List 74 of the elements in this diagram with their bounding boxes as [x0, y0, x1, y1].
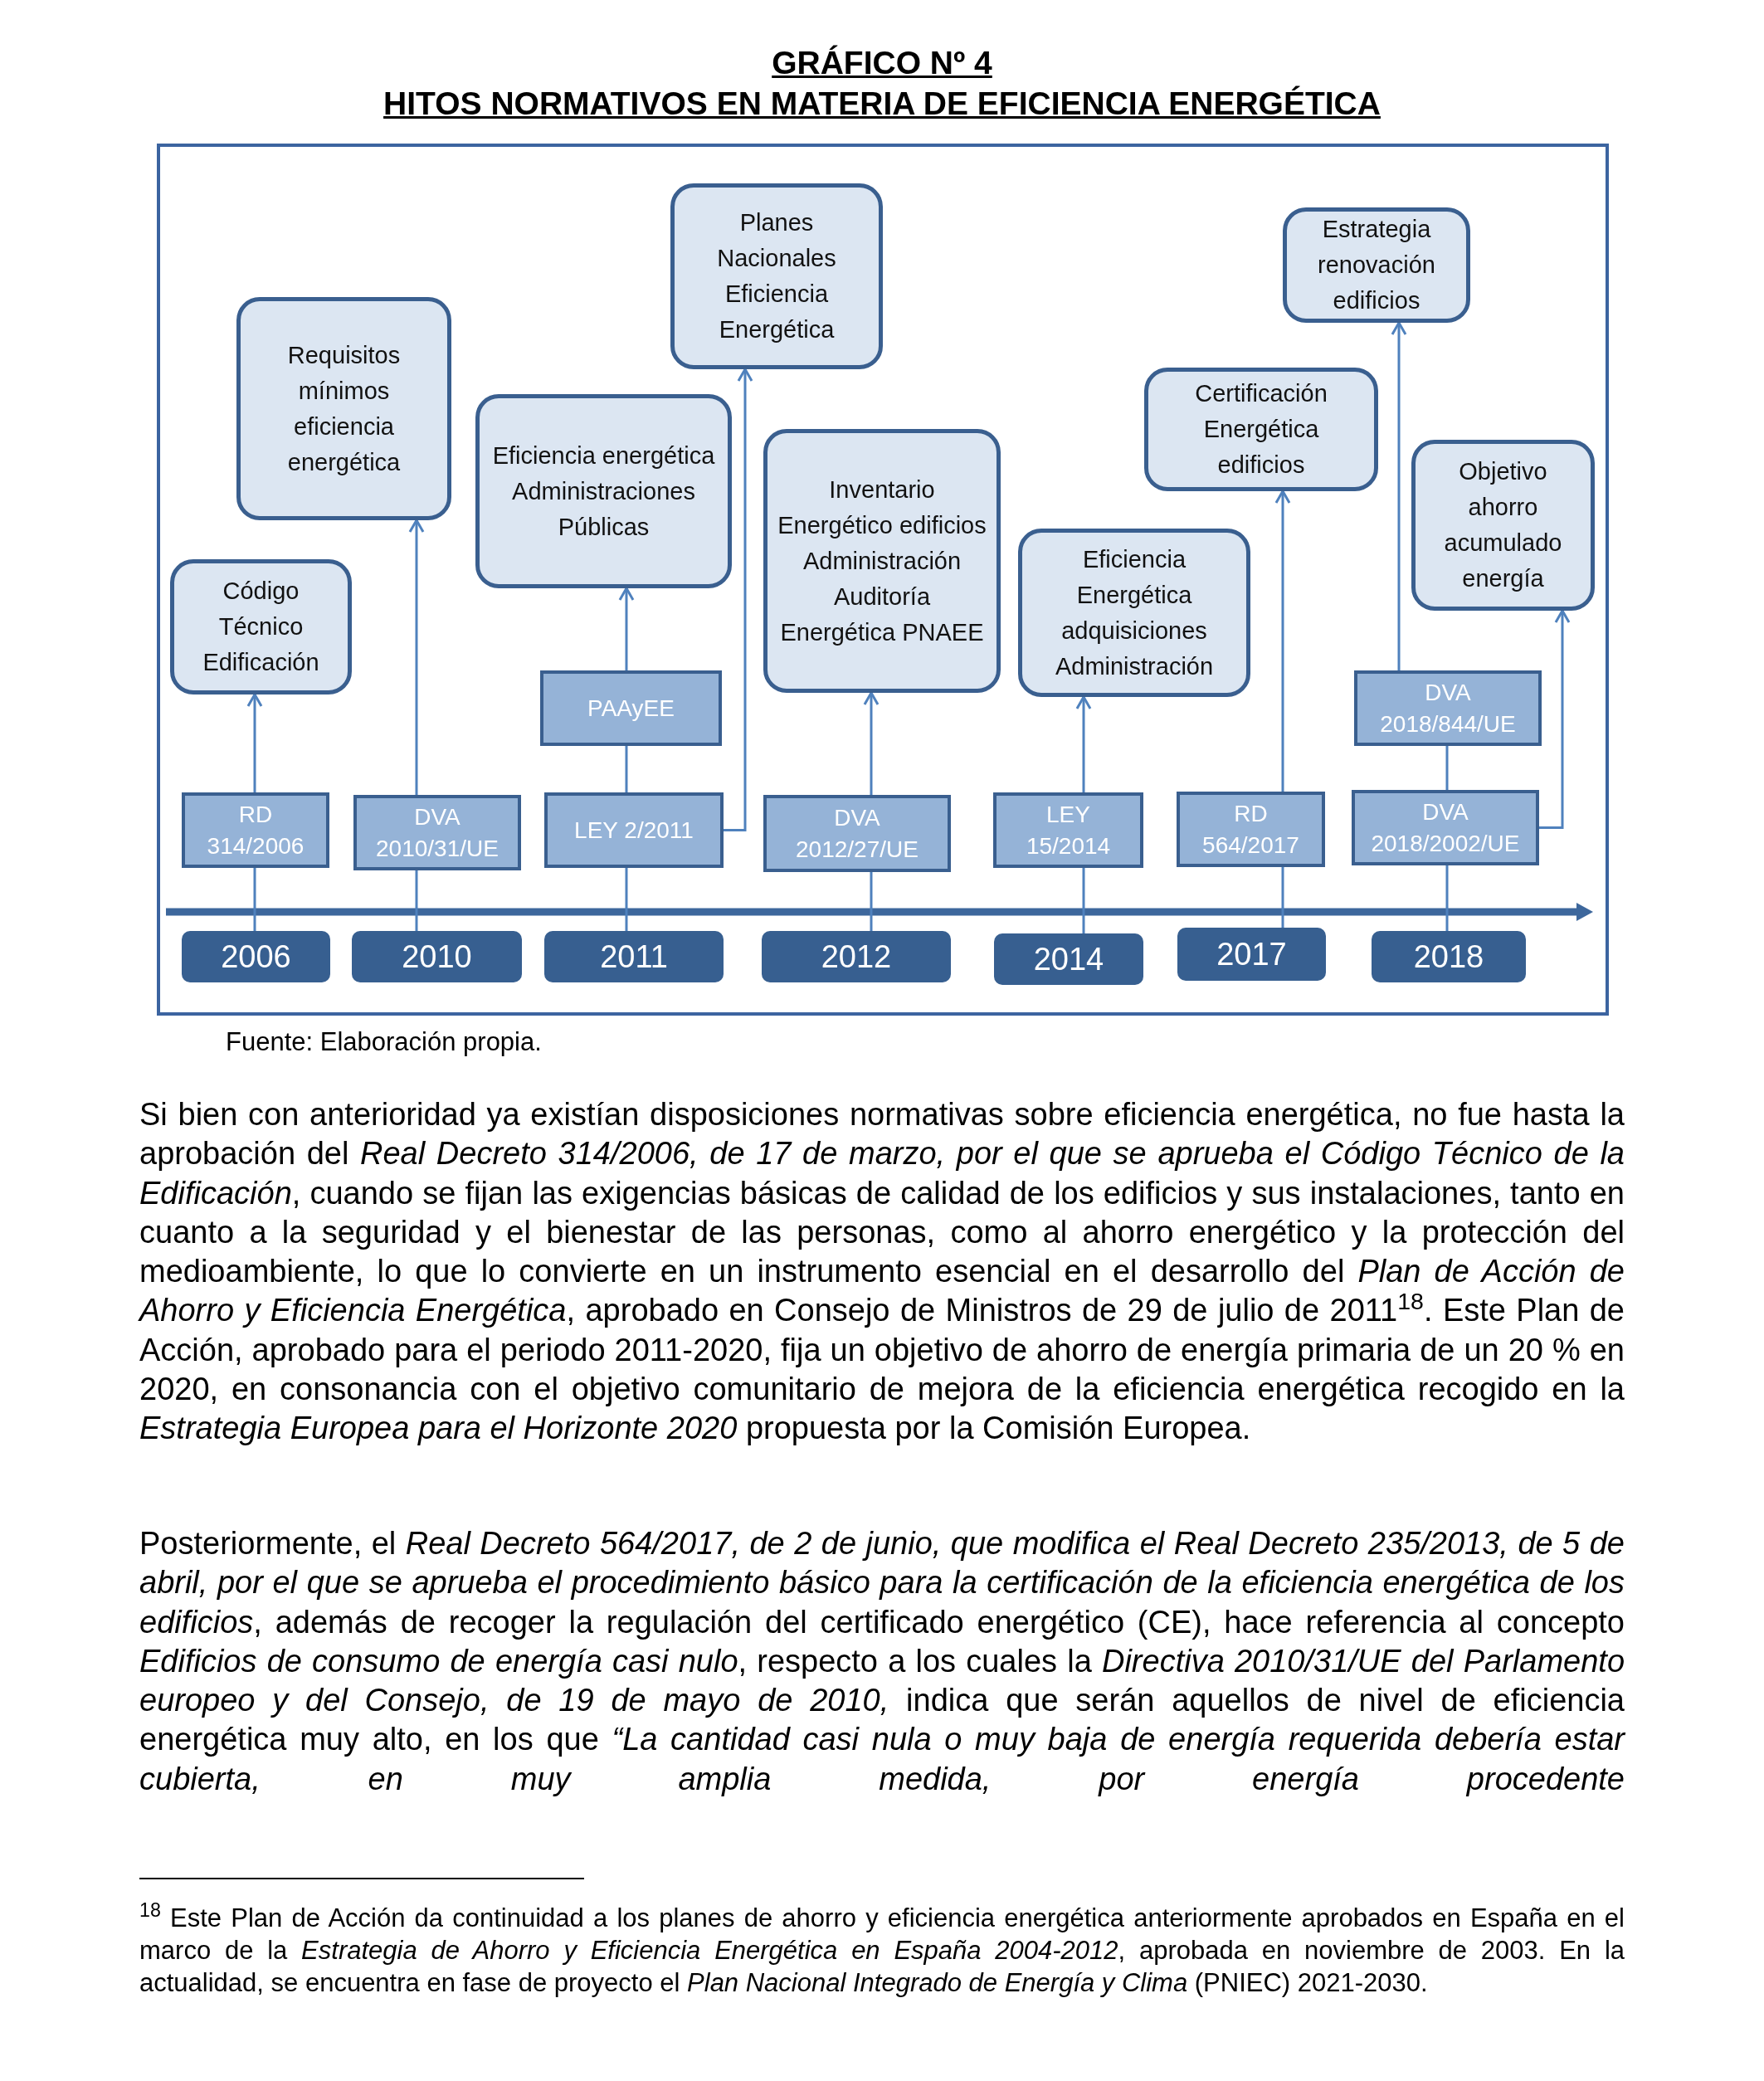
year-label: 2006 [221, 938, 291, 976]
arrow [1274, 490, 1291, 792]
year-label: 2017 [1216, 936, 1287, 973]
year-box [1372, 931, 1526, 982]
arrow [1075, 695, 1092, 792]
regulation-label: LEY 15/2014 [1025, 800, 1112, 860]
regulation-label: PAAyEE [587, 694, 675, 723]
milestone-label: Requisitos mínimos eficiencia energética [286, 340, 402, 477]
milestone-box [236, 297, 451, 520]
milestone-label: Eficiencia Energética adquisiciones Administración [1054, 544, 1215, 681]
connector-line [253, 868, 256, 931]
regulation-label: RD 564/2017 [1201, 799, 1300, 860]
regulation-box [1354, 670, 1542, 746]
regulation-label: DVA 2012/27/UE [795, 803, 919, 864]
year-box [762, 931, 951, 982]
connector-line [415, 870, 418, 931]
milestone-label: Certificación Energética edificios [1194, 379, 1328, 480]
regulation-box [993, 792, 1143, 868]
milestone-label: Código Técnico Edificación [202, 577, 320, 677]
regulation-label: DVA 2010/31/UE [375, 802, 499, 863]
year-label: 2011 [600, 938, 668, 976]
milestone-label: Estrategia renovación edificios [1317, 215, 1436, 315]
regulation-label: LEY 2/2011 [574, 816, 694, 845]
milestone-box [1283, 207, 1470, 323]
regulation-box [544, 792, 724, 868]
regulation-box [763, 795, 951, 872]
connector-line [1082, 868, 1085, 933]
arrow [246, 693, 263, 792]
year-box [352, 931, 522, 982]
year-box [1177, 928, 1326, 981]
milestone-box [1018, 529, 1250, 697]
connector-line [1281, 867, 1284, 928]
connector-line [1445, 865, 1449, 931]
regulation-box [540, 670, 722, 746]
regulation-label: DVA 2018/844/UE [1379, 678, 1517, 738]
year-label: 2018 [1413, 938, 1484, 976]
connector-line [1445, 746, 1449, 790]
arrow [1391, 321, 1407, 670]
body-paragraph: Si bien con anterioridad ya existían disposiciones normativas sobre eficiencia energética, no fue hasta la aprobación del Real Decreto 314/2006, de 17 de marzo, por el que se aprueba el Código Técnico de la Edificación, cuando se fijan las exigencias básicas de calidad de los edificios y sus instalaciones, tanto en cuanto a la seguridad y el bienestar de las personas, como al ahorro energético y la protección del medioambiente, lo que lo convierte en un instrumento esencial en el desarrollo del Plan de Acción de Ahorro y Eficiencia Energética, aprobado en Consejo de Ministros de 29 de julio de 2011$^{18}$. Este Plan de Acción, aprobado para el periodo 2011-2020, fija un objetivo de ahorro de energía primaria de un 20 % en 2020, en consonancia con el objetivo comunitario de mejora de la eficiencia energética recogido en la Estrategia Europea para el Horizonte 2020 propuesta por la Comisión Europea. [139, 1096, 1625, 1448]
source-note: Fuente: Elaboración propia. [226, 1026, 542, 1058]
year-box [182, 931, 330, 982]
figure-title: GRÁFICO Nº 4 [771, 44, 993, 82]
regulation-box [182, 792, 329, 868]
arrow [1539, 609, 1571, 829]
connector-line [870, 872, 873, 931]
milestone-box [1144, 368, 1378, 491]
milestone-box [1411, 440, 1595, 611]
arrow [863, 691, 880, 795]
milestone-label: Objetivo ahorro acumulado energía [1443, 457, 1563, 593]
regulation-box [1177, 792, 1325, 867]
milestone-box [763, 429, 1001, 693]
milestone-box [475, 394, 732, 588]
arrow [724, 368, 753, 831]
figure-subtitle: HITOS NORMATIVOS EN MATERIA DE EFICIENCIA ENERGÉTICA [383, 85, 1381, 123]
milestone-label: Eficiencia energética Administraciones Públicas [491, 441, 716, 542]
year-label: 2014 [1033, 941, 1104, 978]
year-label: 2012 [821, 938, 892, 976]
year-label: 2010 [402, 938, 472, 976]
year-box [994, 933, 1143, 985]
footnote: $^{18}$ Este Plan de Acción da continuidad a los planes de ahorro y eficiencia energética anteriormente aprobados en España en el marco de la Estrategia de Ahorro y Eficiencia Energética en España 2004-2012, aprobada en noviembre de 2003. En la actualidad, se encuentra en fase de proyecto el Plan Nacional Integrado de Energía y Clima (PNIEC) 2021-2030. [139, 1902, 1625, 1999]
body-paragraph: Posteriormente, el Real Decreto 564/2017, de 2 de junio, que modifica el Real Decreto 235/2013, de 5 de abril, por el que se aprueba el procedimiento básico para la certificación de la eficiencia energética de los edificios, además de recoger la regulación del certificado energético (CE), hace referencia al concepto Edificios de consumo de energía casi nulo, respecto a los cuales la Directiva 2010/31/UE del Parlamento europeo y del Consejo, de 19 de mayo de 2010, indica que serán aquellos de nivel de eficiencia energética muy alto, en los que “La cantidad casi nula o muy baja de energía requerida debería estar cubierta, en muy amplia medida, por energía procedente [139, 1525, 1625, 1798]
regulation-box [1352, 790, 1539, 865]
year-box [544, 931, 724, 982]
regulation-box [353, 795, 521, 870]
regulation-label: DVA 2018/2002/UE [1370, 797, 1521, 858]
connector-line [625, 868, 628, 931]
connector-line [625, 746, 628, 792]
arrow [408, 519, 425, 795]
milestone-label: Planes Nacionales Eficiencia Energética [716, 208, 837, 344]
milestone-box [170, 559, 352, 694]
regulation-label: RD 314/2006 [206, 800, 305, 860]
milestone-label: Inventario Energético edificios Administración Auditoría Energética PNAEE [777, 475, 987, 647]
milestone-box [670, 183, 883, 369]
arrow [618, 587, 635, 670]
